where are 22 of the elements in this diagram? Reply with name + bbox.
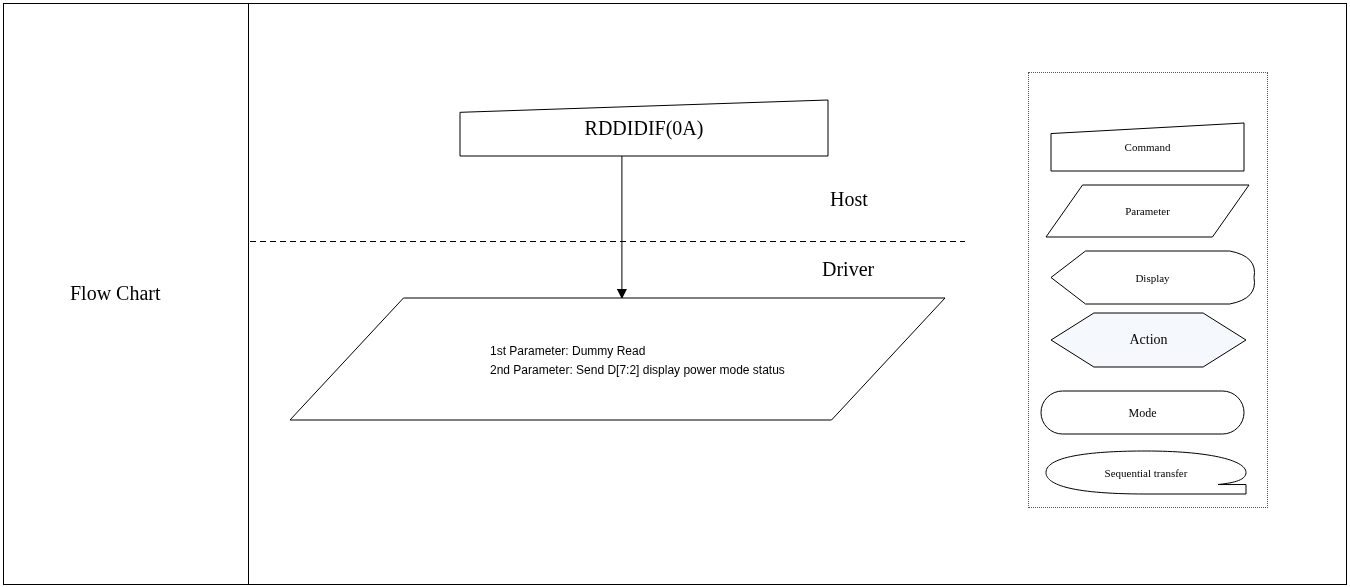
legend-panel (1028, 72, 1268, 508)
symbol-label: Command (1123, 141, 1172, 153)
action-symbol (1051, 313, 1246, 367)
symbol-label: Parameter (1124, 205, 1171, 217)
display-symbol (1051, 251, 1254, 304)
parameter-text: 2nd Parameter: Send D[7:2] display power mode status (490, 362, 785, 379)
parameter-symbol (1046, 185, 1249, 237)
host-label: Host (830, 188, 868, 211)
symbol-label: Sequential transfer (1103, 466, 1189, 479)
command-symbol (460, 100, 828, 156)
symbol-label: RDDIDIF(0A) (583, 116, 705, 140)
command-symbol (1051, 123, 1244, 171)
symbol-label: Display (1134, 271, 1171, 284)
symbol-label: Action (1128, 332, 1169, 348)
row-header-text: Flow Chart (70, 282, 161, 305)
sequential-transfer-symbol (1046, 451, 1246, 494)
symbol-label: Mode (1127, 405, 1158, 420)
parameter-symbol (290, 298, 945, 420)
arrow (616, 155, 627, 299)
parameter-text: 1st Parameter: Dummy Read (490, 343, 647, 360)
mode-symbol (1041, 391, 1244, 434)
driver-label: Driver (822, 258, 875, 281)
